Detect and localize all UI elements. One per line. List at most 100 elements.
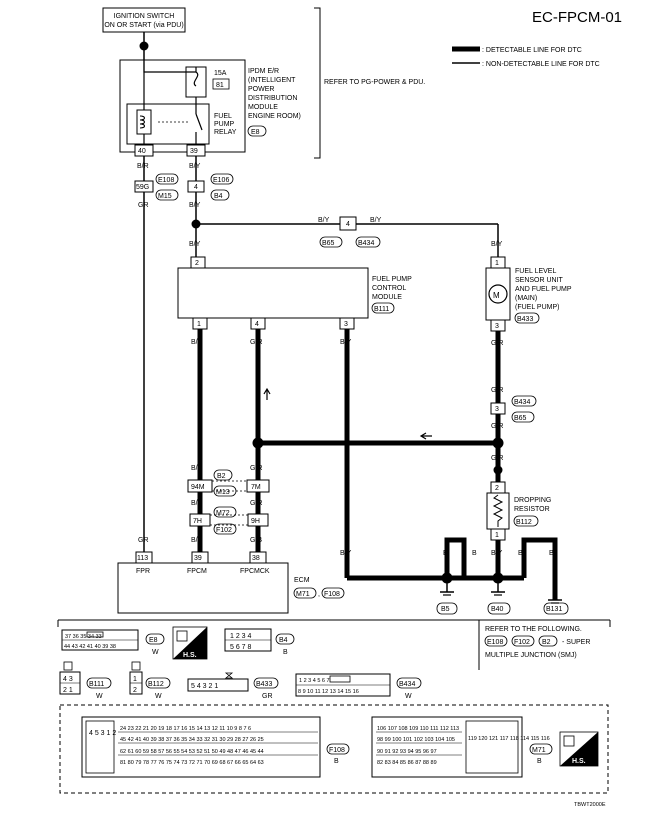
wire-gr2-2: G/R <box>250 465 262 472</box>
fuse-icon <box>193 71 199 87</box>
relay-label-1: PUMP <box>214 121 235 128</box>
arrow-up-icon <box>263 387 271 400</box>
fpcm-pin-3: 3 <box>344 321 348 328</box>
resistor-label-0: DROPPING <box>514 497 551 504</box>
wire-gr2-4: G/R <box>491 387 503 394</box>
refer-pg-power: REFER TO PG-POWER & PDU. <box>324 79 425 86</box>
fpcm-pin-1: 1 <box>197 321 201 328</box>
wire-gr2-1: G/R <box>250 339 262 346</box>
relay-box <box>126 103 210 145</box>
fpcm-pin-4: 4 <box>255 321 259 328</box>
wire-br-2: B/R <box>191 339 203 346</box>
m71-small-pins: 4 5 3 1 2 <box>89 730 116 737</box>
coil-icon <box>139 115 145 129</box>
b434-view-label: B434 <box>399 681 415 688</box>
b112-top-pins: 1 <box>133 676 137 683</box>
wire-by-6: B/Y <box>491 241 503 248</box>
wire-gr2-5: G/R <box>491 423 503 430</box>
b112-color: W <box>155 693 162 700</box>
relay-switch-icon <box>195 113 203 131</box>
ignition-label-2: ON OR START (via PDU) <box>104 22 183 29</box>
ecm-fpcm: FPCM <box>187 568 207 575</box>
wire-by-4: B/Y <box>318 217 330 224</box>
refer-f102: F102 <box>514 639 530 646</box>
wire-by-5: B/Y <box>370 217 382 224</box>
wire-by-3: B/Y <box>189 241 201 248</box>
wire-by-10: B/Y <box>191 500 203 507</box>
b4-color: B <box>283 649 288 656</box>
connector-m15: M15 <box>158 193 172 200</box>
doc-id: TBWT2000E <box>574 802 606 808</box>
m71-color: B <box>537 758 542 765</box>
ecm-connector-frame <box>59 704 609 794</box>
refer-box-line1: REFER TO THE FOLLOWING. <box>485 626 582 633</box>
fpcm-label-2: MODULE <box>372 294 402 301</box>
b433-pins: 5 4 3 2 1 <box>191 683 218 690</box>
refer-box-line3: MULTIPLE JUNCTION (SMJ) <box>485 652 577 659</box>
wire-gr-1: GR <box>138 202 149 209</box>
connector-b4: B4 <box>214 193 223 200</box>
connector-b40: B40 <box>491 606 504 613</box>
f108-row3: 90 91 92 93 94 95 96 97 <box>377 749 437 755</box>
pin-7m: 7M <box>251 484 261 491</box>
b4-bot-pins: 5 6 7 8 <box>230 644 252 651</box>
refer-box-line2: - SUPER <box>562 639 590 646</box>
b434-top-pins: 1 2 3 4 5 6 7 <box>299 678 330 684</box>
wire-b-1: B <box>443 550 448 557</box>
f108-row2: 98 99 100 101 102 103 104 105 <box>377 737 455 743</box>
hs-badge-1: H.S. <box>172 626 208 660</box>
relay-label-2: RELAY <box>214 129 237 136</box>
wire-br-1: B/R <box>137 163 149 170</box>
fuse-amp: 15A <box>214 70 227 77</box>
f108-row4: 82 83 84 85 86 87 88 89 <box>377 760 437 766</box>
ignition-label-1: IGNITION SWITCH <box>114 13 175 20</box>
ipdm-label-3: DISTRIBUTION <box>248 95 297 102</box>
connector-b2: B2 <box>217 473 226 480</box>
e8-bot-pins: 44 43 42 41 40 39 38 <box>64 644 116 650</box>
diagram-title: EC-FPCM-01 <box>532 9 622 26</box>
e8-top-pins: 37 36 35 34 33 <box>65 634 102 640</box>
m71-row2: 45 42 41 40 39 38 37 36 35 34 33 32 31 3… <box>120 737 264 743</box>
ecm-label: ECM <box>294 577 310 584</box>
pin-59g: 59G <box>136 184 149 191</box>
ecm-box <box>117 562 289 614</box>
b433-color: GR <box>262 693 273 700</box>
connector-e108: E108 <box>158 177 174 184</box>
connector-e106: E106 <box>213 177 229 184</box>
connector-b434-top: B434 <box>358 240 374 247</box>
splice-gr-low <box>493 465 503 475</box>
relay-label-0: FUEL <box>214 113 232 120</box>
pin-9h: 9H <box>251 518 260 525</box>
pin-40: 40 <box>138 148 146 155</box>
connector-b434-mid: B434 <box>514 399 530 406</box>
ground-icon-b40 <box>491 583 505 596</box>
splice-by <box>191 219 201 229</box>
b434-pin-3: 3 <box>495 406 499 413</box>
ipdm-label-4: MODULE <box>248 104 278 111</box>
wire-gr2-7: G/R <box>250 500 262 507</box>
refer-e108: E108 <box>487 639 503 646</box>
connector-b111: B111 <box>374 306 389 313</box>
ecm-pin-113: 113 <box>137 555 148 562</box>
connector-f108: F108 <box>324 591 340 598</box>
hs-label-1: H.S. <box>183 652 197 659</box>
ipdm-label-5: ENGINE ROOM) <box>248 113 301 120</box>
fpcm-pin-2: 2 <box>195 260 199 267</box>
b4-connector-view: 1 2 3 4 5 6 7 8 <box>224 628 272 652</box>
b111-color: W <box>96 693 103 700</box>
pump-label-2: AND FUEL PUMP <box>515 286 572 293</box>
b4-top-pins: 1 2 3 4 <box>230 633 252 640</box>
ipdm-box <box>119 59 246 153</box>
connector-m71: M71 <box>296 591 310 598</box>
ipdm-label-0: IPDM E/R <box>248 68 279 75</box>
m71-connector-view: 4 5 3 1 2 24 23 22 21 20 19 18 17 16 15 … <box>81 716 321 778</box>
ignition-splice <box>139 41 149 51</box>
pump-label-1: SENSOR UNIT <box>515 277 564 284</box>
pin-4-mid: 4 <box>346 221 350 228</box>
f108-big-pins: 119 120 121 117 118 114 115 116 <box>468 736 550 742</box>
b111-bot-pins: 2 1 <box>63 687 73 694</box>
f108-view-label: F108 <box>329 747 345 754</box>
wire-br-4: B/R <box>191 537 203 544</box>
ecm-pin-39: 39 <box>194 555 202 562</box>
